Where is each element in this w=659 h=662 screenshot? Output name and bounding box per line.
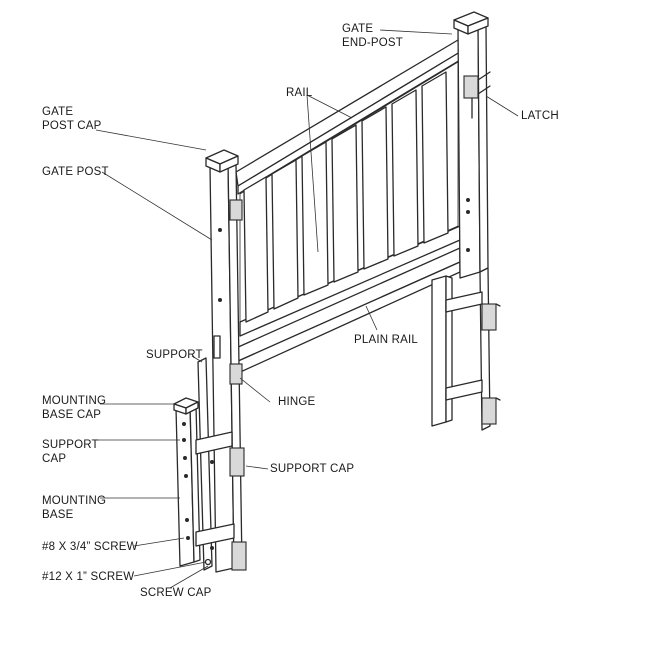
mounting-base-cap xyxy=(173,397,199,415)
gate-pickets xyxy=(243,71,449,323)
label-mounting-base-cap-line1: MOUNTING xyxy=(42,395,107,407)
label-gate-end-post-line2: END-POST xyxy=(342,37,404,49)
label-gate-post-cap: GATE POST CAP xyxy=(42,105,102,133)
label-mounting-base-line2: BASE xyxy=(42,509,74,521)
screw-cap-mark xyxy=(204,558,212,566)
label-screw-12: #12 X 1” SCREW xyxy=(42,571,135,583)
gate-post-cap xyxy=(205,149,239,173)
label-hinge: HINGE xyxy=(278,396,316,408)
label-latch: LATCH xyxy=(521,110,559,122)
label-support-cap-right: SUPPORT CAP xyxy=(270,463,355,475)
label-screw-8: #8 X 3/4” SCREW xyxy=(42,541,138,553)
label-gate-post-cap-line1: GATE xyxy=(42,106,74,118)
label-gate-end-post: GATE END-POST xyxy=(342,22,403,50)
right-support-structure xyxy=(431,267,501,431)
label-rail: RAIL xyxy=(286,87,313,99)
label-support: SUPPORT xyxy=(146,349,203,361)
label-support-cap-left: SUPPORT CAP xyxy=(42,438,99,466)
gate-end-post xyxy=(453,11,491,279)
label-mounting-base-line1: MOUNTING xyxy=(42,495,107,507)
screw-holes xyxy=(181,421,214,551)
gate-panel xyxy=(235,39,461,375)
hinges xyxy=(229,199,243,385)
label-gate-end-post-line1: GATE xyxy=(342,23,374,35)
label-mounting-base-cap: MOUNTING BASE CAP xyxy=(42,394,106,422)
label-mounting-base-cap-line2: BASE CAP xyxy=(42,409,102,421)
label-support-cap-left-line2: CAP xyxy=(42,453,67,465)
label-support-cap-left-line1: SUPPORT xyxy=(42,439,99,451)
label-plain-rail: PLAIN RAIL xyxy=(354,334,418,346)
label-gate-post-cap-line2: POST CAP xyxy=(42,120,102,132)
label-screw-cap: SCREW CAP xyxy=(140,587,212,599)
label-gate-post: GATE POST xyxy=(42,166,109,178)
left-support-structure xyxy=(173,357,247,571)
leader-lines xyxy=(95,29,519,589)
gate-post xyxy=(205,149,243,573)
label-mounting-base: MOUNTING BASE xyxy=(42,494,106,522)
latch xyxy=(463,71,491,119)
